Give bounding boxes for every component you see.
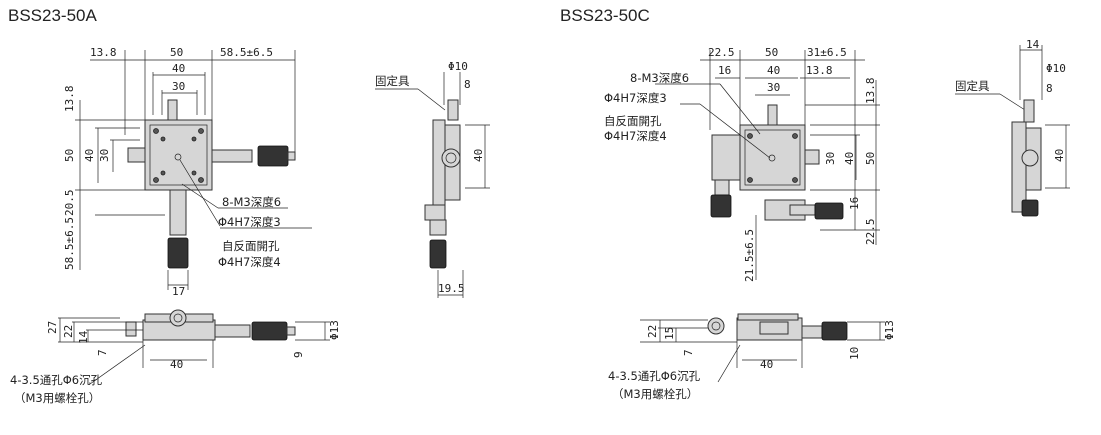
- dim-21-5-side-right: 21.5±6.5: [743, 229, 756, 282]
- dim-22: 22: [62, 325, 75, 338]
- note-reverse-hole: 自反面開孔: [222, 239, 280, 253]
- dim-50-right: 50: [765, 46, 778, 59]
- left-front-view: 40 27 22 14 7 Φ13 9 4-3.5通孔Φ6沉孔 （M3用螺栓孔）: [10, 309, 341, 405]
- dim-30-vertical: 30: [98, 149, 111, 162]
- dim-15-front-right: 15: [663, 327, 676, 340]
- note-h7-depth-4-right: Φ4H7深度4: [604, 129, 667, 143]
- dim-40-front-right: 40: [760, 358, 773, 371]
- right-side-plate: [1011, 121, 1027, 213]
- fixture-label-right: 固定具: [955, 79, 990, 93]
- dim-22-5-side-right: 22.5: [864, 219, 877, 246]
- right-front-view: 22 15 7 40 Φ13 10 4-3.5通孔Φ6沉孔 （M3用螺栓孔）: [608, 313, 896, 401]
- dim-13-8-vertical: 13.8: [63, 86, 76, 113]
- note-reverse-hole-right: 自反面開孔: [604, 114, 662, 128]
- fixture-label: 固定具: [375, 74, 410, 88]
- dim-14: 14: [77, 330, 90, 344]
- dim-16-right: 16: [718, 64, 731, 77]
- left-model-title: BSS23-50A: [8, 6, 97, 25]
- dim-22-5-right: 22.5: [708, 46, 735, 59]
- note-h7-depth: Φ4H7深度3: [218, 215, 281, 229]
- dim-40-side: 40: [472, 149, 485, 162]
- dim-8-side-right: 8: [1046, 82, 1053, 95]
- dim-phi10-right: Φ10: [1046, 62, 1066, 75]
- left-top-view: 13.8 50 58.5±6.5 40 30 13.8 50 40 30 20.…: [63, 46, 312, 298]
- hole-note-right: 4-3.5通孔Φ6沉孔: [608, 369, 701, 383]
- dim-7-front-right: 7: [682, 349, 695, 356]
- dim-7: 7: [96, 349, 109, 356]
- dim-40-right: 40: [767, 64, 780, 77]
- dim-phi10: Φ10: [448, 60, 468, 73]
- side-plate: [432, 119, 446, 211]
- note-m3-depth: 8-M3深度6: [222, 195, 281, 209]
- micrometer-knob-icon: [257, 145, 289, 167]
- dim-40-side-view-right: 40: [1053, 149, 1066, 162]
- hole-note-bolt: （M3用螺栓孔）: [14, 391, 100, 405]
- dim-58-5-vertical: 58.5±6.5: [63, 217, 76, 270]
- dim-30-side-right: 30: [824, 152, 837, 165]
- dim-phi13-right: Φ13: [883, 320, 896, 340]
- dim-31-right: 31±6.5: [807, 46, 847, 59]
- left-side-view: 固定具 Φ10 8 40 19.5: [375, 60, 490, 298]
- dim-19-5: 19.5: [438, 282, 465, 295]
- dim-8: 8: [464, 78, 471, 91]
- dim-40: 40: [172, 62, 185, 75]
- dim-13-8: 13.8: [90, 46, 117, 59]
- dim-40-vertical: 40: [83, 149, 96, 162]
- dim-14-side-right: 14: [1026, 38, 1040, 51]
- right-model-title: BSS23-50C: [560, 6, 650, 25]
- dim-40-front: 40: [170, 358, 183, 371]
- dim-10-front-right: 10: [848, 347, 861, 360]
- dim-27: 27: [46, 321, 59, 334]
- center-hole-icon: [174, 153, 182, 161]
- right-side-view: 14 Φ10 固定具 8 40: [955, 38, 1070, 217]
- note-m3-depth-right: 8-M3深度6: [630, 71, 689, 85]
- dim-50-vertical: 50: [63, 149, 76, 162]
- dim-40-side-right: 40: [843, 152, 856, 165]
- dim-16-side-right: 16: [848, 197, 861, 210]
- hole-note-bolt-right: （M3用螺栓孔）: [612, 387, 698, 401]
- dim-13-8-right: 13.8: [806, 64, 833, 77]
- dim-58-5: 58.5±6.5: [220, 46, 273, 59]
- dim-30-right: 30: [767, 81, 780, 94]
- dim-9: 9: [292, 351, 305, 358]
- dim-17: 17: [172, 285, 185, 298]
- hole-note: 4-3.5通孔Φ6沉孔: [10, 373, 103, 387]
- dim-50: 50: [170, 46, 183, 59]
- dim-phi13: Φ13: [328, 320, 341, 340]
- dim-30: 30: [172, 80, 185, 93]
- dim-50-side-right: 50: [864, 152, 877, 165]
- dim-13-8-side-right: 13.8: [864, 78, 877, 105]
- note-h7-depth-right: Φ4H7深度3: [604, 91, 667, 105]
- dim-22-front-right: 22: [646, 325, 659, 338]
- note-h7-depth-4: Φ4H7深度4: [218, 255, 281, 269]
- right-top-view: 22.5 50 31±6.5 16 40 13.8 30 13.8 30 40 …: [604, 46, 880, 282]
- dim-20-5-vertical: 20.5: [63, 190, 76, 217]
